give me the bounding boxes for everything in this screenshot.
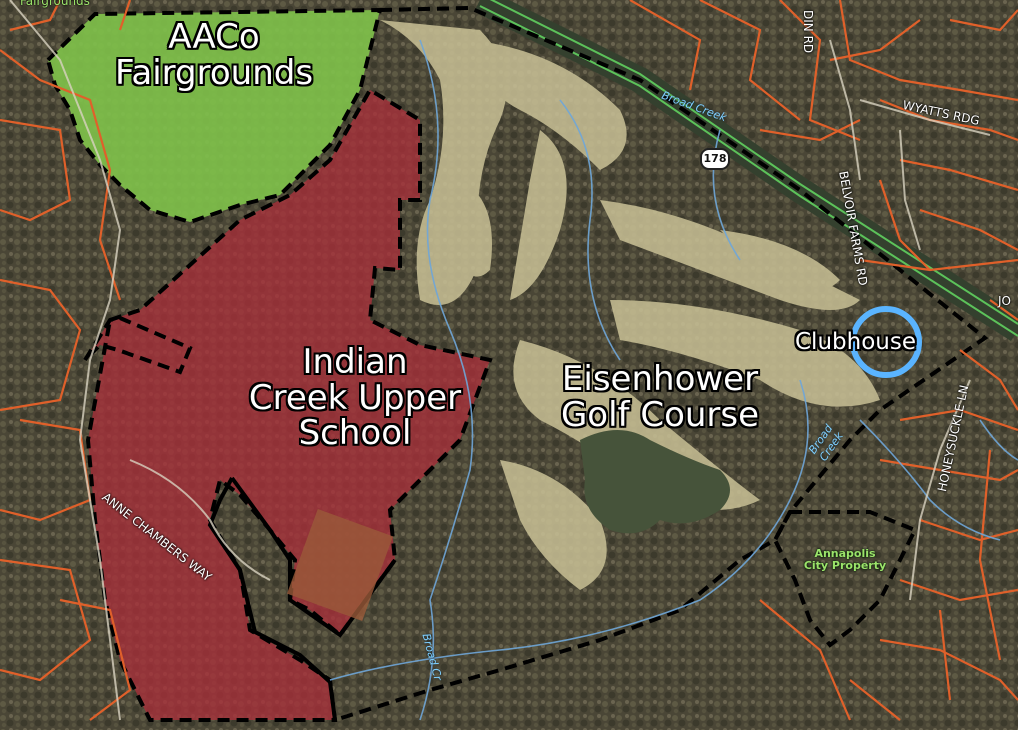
route-178-shield: 178 [700, 148, 730, 170]
school-solid-boundary [207, 477, 337, 721]
school-label: Indian Creek Upper School [240, 342, 470, 454]
fairgrounds-label: AACo Fairgrounds [104, 17, 324, 93]
fairgrounds-label-line2: Fairgrounds [114, 52, 314, 93]
school-label-line1: Indian [302, 342, 408, 382]
clubhouse-marker [850, 306, 922, 378]
city-property-area [772, 510, 918, 648]
jo-road-label: JO [998, 294, 1011, 308]
sports-field [287, 509, 393, 621]
fairgrounds-road-label: Fairgrounds [20, 0, 90, 8]
fairgrounds-label-line1: AACo [168, 17, 260, 57]
din-rd-label: DIN RD [801, 10, 815, 54]
streams [329, 39, 1018, 721]
school-label-line2: Creek Upper [248, 377, 462, 418]
city-property-label-line2: City Property [803, 559, 887, 573]
golf-course-label: Eisenhower Golf Course [540, 359, 780, 435]
golf-course-label-line2: Golf Course [560, 394, 760, 435]
school-label-line3: School [298, 413, 412, 454]
local-roads [9, 0, 991, 721]
clubhouse-label: Clubhouse [795, 329, 916, 355]
pond [580, 430, 730, 534]
fairgrounds-area [45, 7, 383, 225]
school-solid-boundary-2 [230, 476, 397, 638]
golf-course-label-line1: Eisenhower [561, 359, 759, 399]
city-property-label-line1: Annapolis [814, 547, 876, 560]
city-property-label: Annapolis City Property [800, 547, 890, 573]
